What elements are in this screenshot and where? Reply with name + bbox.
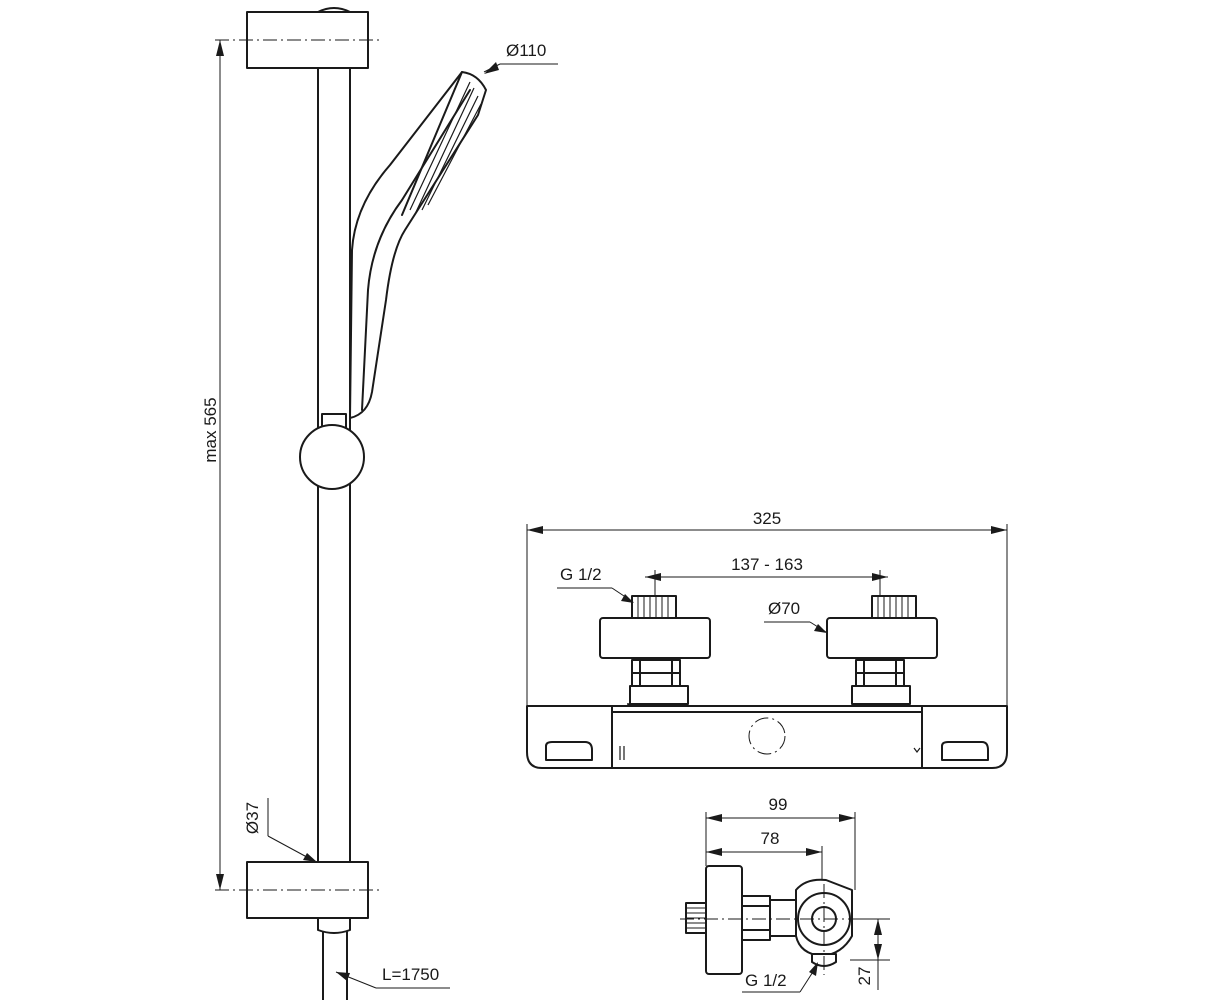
right-inlet-thread <box>871 595 917 619</box>
shower-head-leader: Ø110 <box>483 41 558 74</box>
left-elbow <box>629 685 689 705</box>
hand-shower <box>349 71 487 419</box>
escutcheon-leader: Ø70 <box>764 599 827 633</box>
mixer-width-label: 325 <box>753 509 781 528</box>
side-depth-total-label: 99 <box>769 795 788 814</box>
rail-diameter-leader: Ø37 <box>243 798 317 863</box>
outlet-offset-label: 27 <box>855 967 874 986</box>
escutcheon-diameter-label: Ø70 <box>768 599 800 618</box>
side-escutcheon <box>705 865 743 975</box>
shower-head-diameter-label: Ø110 <box>506 41 546 60</box>
hose <box>322 931 348 1000</box>
mixer-side-view: 99 78 27 <box>680 795 890 990</box>
inlet-thread-leader: G 1/2 <box>557 565 634 603</box>
side-nut <box>741 895 771 941</box>
side-connector <box>769 899 797 937</box>
outlet-thread-leader: G 1/2 <box>742 962 819 993</box>
rail-height-dimension: max 565 <box>201 40 224 890</box>
right-escutcheon <box>826 617 938 659</box>
right-elbow <box>851 685 911 705</box>
left-escutcheon <box>599 617 711 659</box>
slider-knob <box>299 424 365 490</box>
left-inlet-thread <box>631 595 677 619</box>
side-depth-inner-label: 78 <box>761 829 780 848</box>
inlet-spacing-label: 137 - 163 <box>731 555 803 574</box>
hose-length-leader: L=1750 <box>335 965 450 989</box>
inlet-thread-label: G 1/2 <box>560 565 602 584</box>
rail-diameter-label: Ø37 <box>243 802 262 834</box>
mixer-front-view: 325 137 - 163 <box>526 509 1008 769</box>
outlet-thread-label: G 1/2 <box>745 971 787 990</box>
hose-length-label: L=1750 <box>382 965 439 984</box>
rail-height-label: max 565 <box>201 397 220 462</box>
outlet-circle <box>748 717 786 755</box>
shower-rail-assembly <box>215 7 487 1000</box>
mixer-body <box>526 705 1008 769</box>
